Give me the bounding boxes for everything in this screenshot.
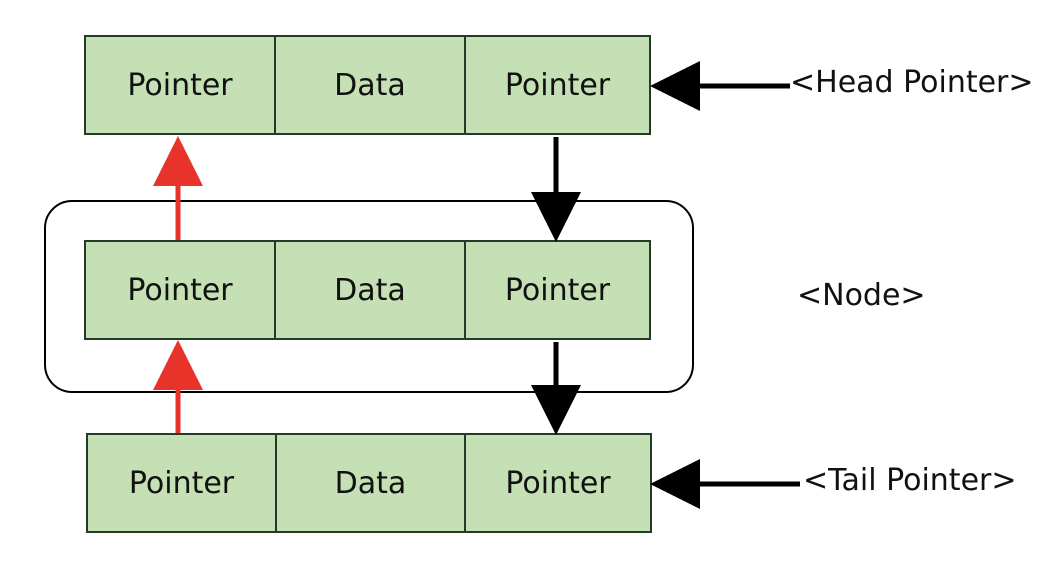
head-pointer-label: <Head Pointer> — [790, 65, 1034, 100]
tail-node-data: Data — [275, 435, 464, 531]
tail-node: Pointer Data Pointer — [86, 433, 652, 533]
node-highlight-frame — [44, 200, 694, 393]
head-node-prev-pointer: Pointer — [127, 67, 233, 103]
head-node-data: Data — [274, 37, 464, 133]
tail-node-prev-pointer: Pointer — [128, 465, 235, 501]
middle-node: Pointer Data Pointer — [84, 240, 651, 340]
head-node: Pointer Data Pointer — [84, 35, 651, 135]
tail-node-next-pointer: Pointer — [464, 435, 650, 531]
head-node-next-pointer: Pointer — [464, 37, 649, 133]
middle-node-next-pointer: Pointer — [464, 242, 649, 338]
node-label: <Node> — [797, 278, 926, 313]
middle-node-prev-pointer: Pointer — [127, 272, 233, 308]
middle-node-data: Data — [274, 242, 464, 338]
tail-pointer-label: <Tail Pointer> — [803, 463, 1017, 498]
